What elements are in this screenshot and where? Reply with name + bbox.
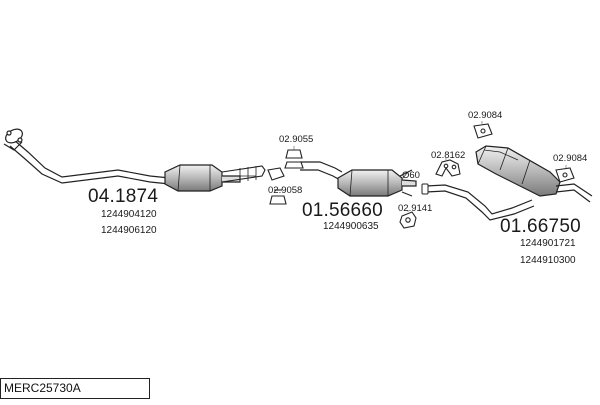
clip-label-02-9055: 02.9055 xyxy=(279,134,314,145)
center-tail xyxy=(399,169,413,197)
part-number-04-1874: 04.1874 xyxy=(88,186,159,207)
oem-number: 1244904120 xyxy=(101,209,157,220)
clip-02-9055 xyxy=(284,149,304,169)
front-flange xyxy=(3,128,23,151)
middle-pipe xyxy=(300,161,343,181)
footer-code: MERC25730A xyxy=(4,381,81,395)
center-muffler xyxy=(337,169,417,197)
part-number-01-56660: 01.56660 xyxy=(302,200,383,221)
oem-number: 1244901721 xyxy=(520,238,576,249)
clip-label-02-9058: 02.9058 xyxy=(268,185,303,196)
clip-02-9141 xyxy=(399,211,417,229)
mid-connector xyxy=(221,165,266,183)
oem-number: 1244906120 xyxy=(101,225,157,236)
clip-label-02-9084: 02.9084 xyxy=(553,153,588,164)
clip-02-9084-right xyxy=(555,167,575,183)
clip-label-02-9141: 02.9141 xyxy=(398,203,433,214)
leader-lines xyxy=(293,121,567,212)
clip-02-9058 xyxy=(269,189,287,205)
rear-pipe xyxy=(425,184,535,221)
rear-muffler xyxy=(475,145,561,197)
clip-02-8162 xyxy=(435,159,461,177)
oem-number: 1244900635 xyxy=(323,221,379,232)
rear-pipe-clamp xyxy=(421,183,429,195)
clip-02-9084-upper xyxy=(473,123,493,139)
part-number-01-66750: 01.66750 xyxy=(500,216,581,237)
catalytic-converter xyxy=(164,164,241,192)
pipe-diameter-marker: Ø60 xyxy=(402,170,420,181)
clip-label-02-9084: 02.9084 xyxy=(468,110,503,121)
tail-pipe xyxy=(555,183,593,203)
oem-number: 1244910300 xyxy=(520,255,576,266)
clip-label-02-8162: 02.8162 xyxy=(431,150,466,161)
footer-code-box: MERC25730A xyxy=(0,378,150,399)
front-pipe xyxy=(9,139,171,185)
clip-02-9058-upper xyxy=(267,167,285,181)
